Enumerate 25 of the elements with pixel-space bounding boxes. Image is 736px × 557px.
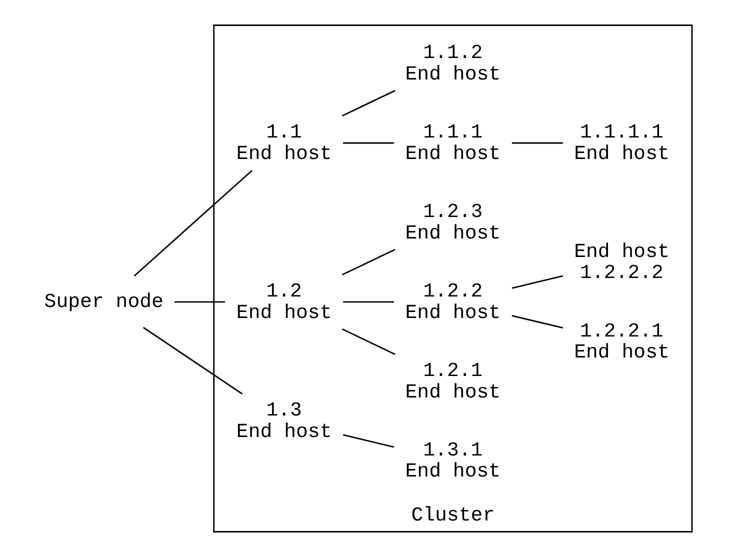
node-text: Super node [44, 290, 163, 314]
node-text: 1.2.3 End host [404, 200, 500, 244]
node-text: 1.1.2 End host [404, 41, 500, 86]
connector [341, 90, 395, 117]
connector [342, 301, 394, 303]
node-text: 1.1.1 End host [404, 120, 500, 165]
node-text: 1.1.1.1 End host [574, 120, 669, 165]
connector [174, 301, 224, 303]
node-text: 1.3 End host [236, 398, 332, 443]
connector [142, 326, 242, 394]
connector [342, 434, 394, 448]
node-text: 1.2.2 End host [404, 280, 500, 324]
connector [342, 142, 394, 144]
connector [511, 315, 562, 329]
connector [511, 142, 562, 144]
node-text: 1.2.2.1 End host [574, 319, 669, 364]
connector [133, 170, 252, 277]
node-text: End host 1.2.2.2 [574, 240, 669, 284]
node-text: 1.3.1 End host [404, 438, 500, 483]
node-text: 1.2 End host [236, 280, 332, 324]
connector [341, 248, 395, 276]
connector [511, 275, 562, 289]
connector [341, 328, 395, 355]
node-text: 1.2.1 End host [404, 358, 500, 404]
node-text: 1.1 End host [236, 120, 332, 165]
